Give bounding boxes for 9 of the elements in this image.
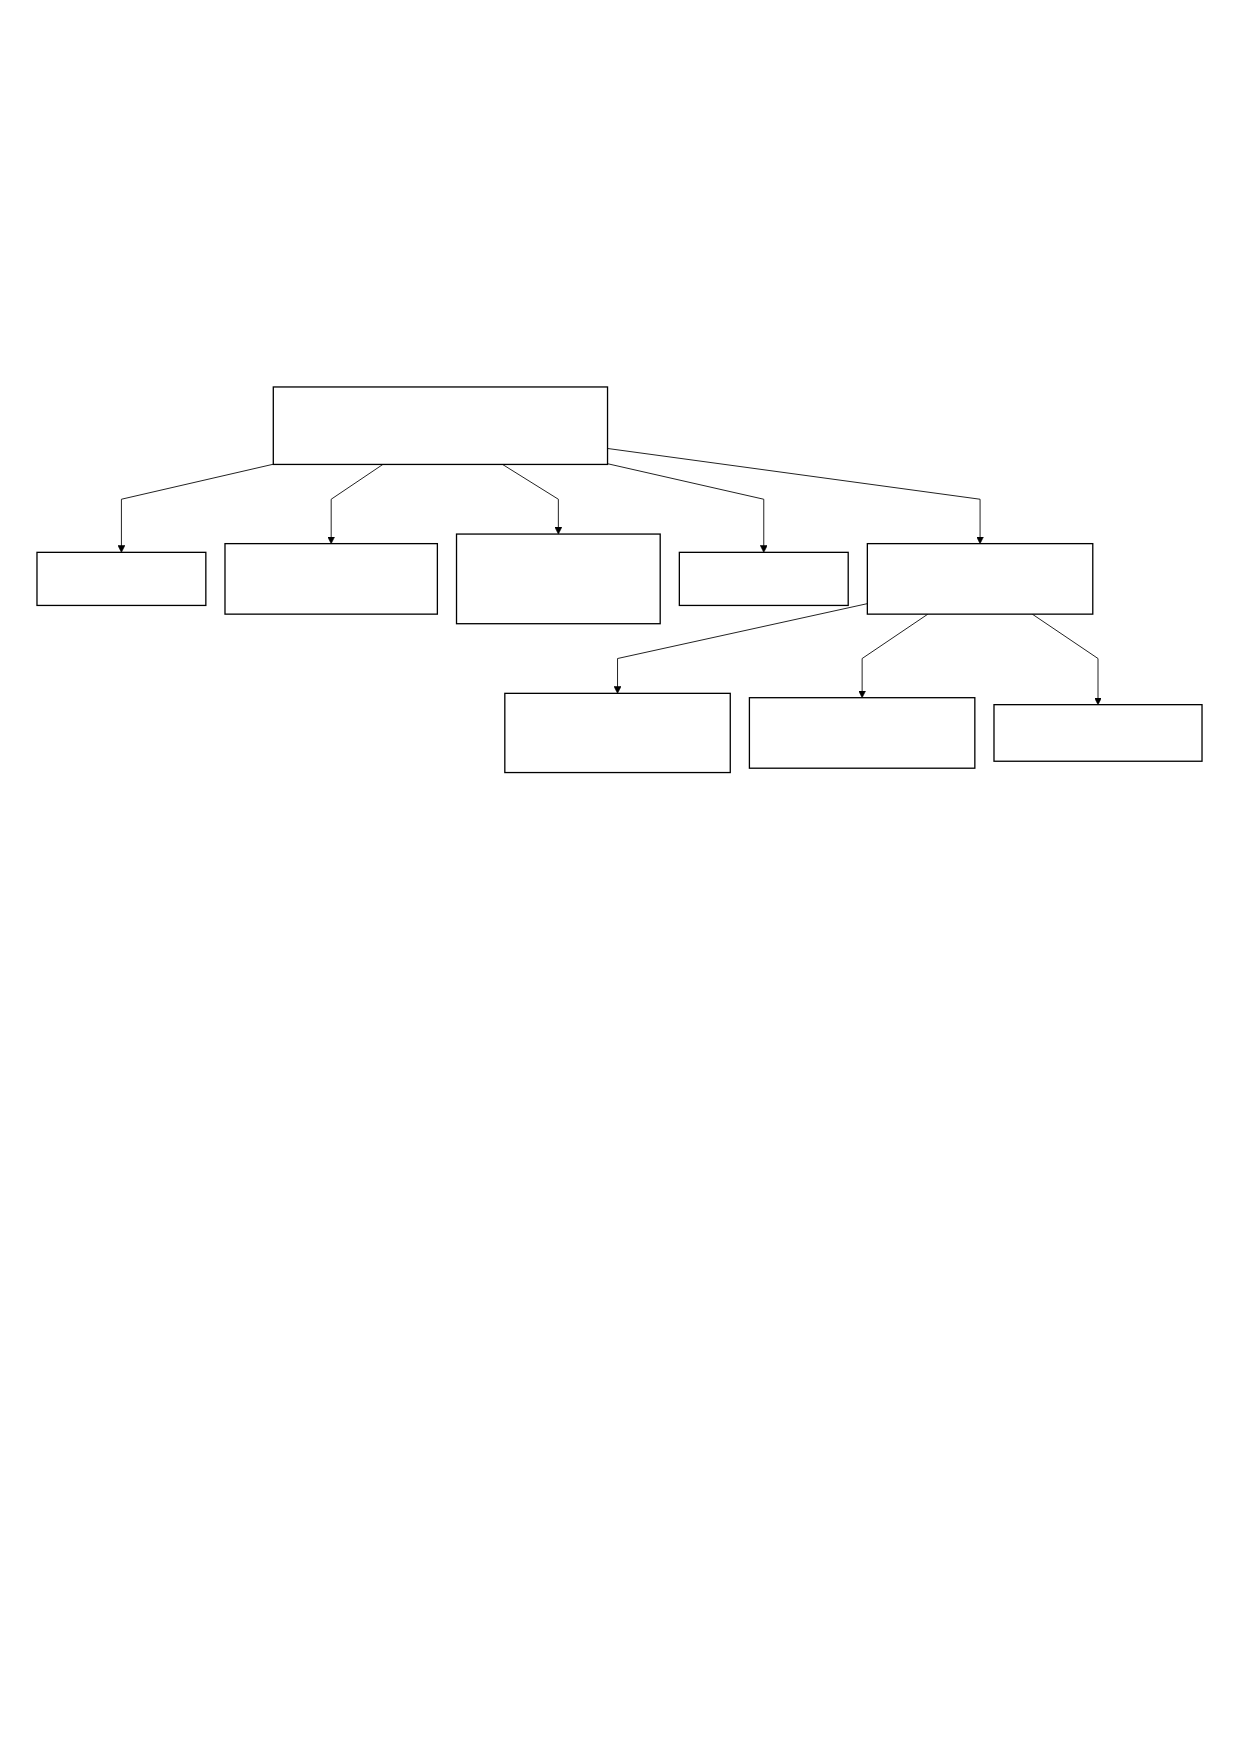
process-box [748, 697, 976, 769]
process-box [36, 551, 207, 607]
process-box [224, 543, 439, 615]
process-box [866, 543, 1094, 615]
process-box [504, 692, 731, 774]
process-box [993, 704, 1203, 762]
process-box [455, 533, 661, 625]
process-box [272, 386, 609, 466]
process-box [678, 551, 849, 607]
